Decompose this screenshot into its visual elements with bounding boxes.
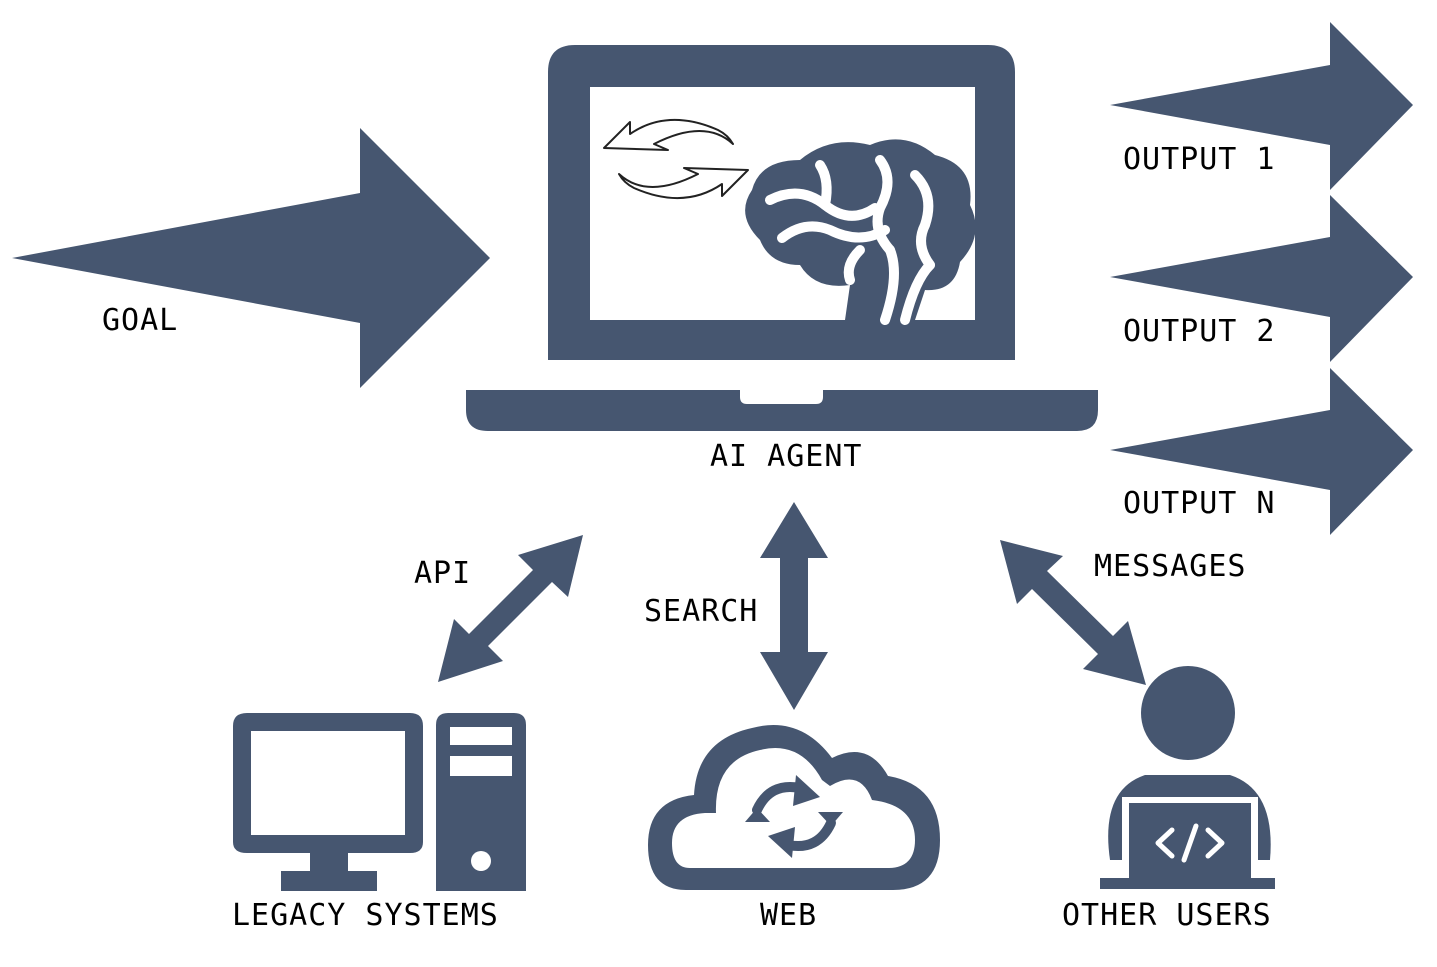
api-double-arrow [438, 535, 583, 682]
messages-label: MESSAGES [1094, 549, 1247, 584]
legacy-systems-label: LEGACY SYSTEMS [232, 898, 499, 933]
brain-icon [745, 139, 976, 325]
output-n-label: OUTPUT N [1123, 486, 1276, 521]
goal-label: GOAL [102, 303, 179, 338]
output-1-arrow [1110, 22, 1413, 190]
ai-agent-label: AI AGENT [710, 439, 863, 474]
web-label: WEB [760, 898, 818, 933]
goal-arrow [12, 128, 490, 388]
search-label: SEARCH [644, 594, 759, 629]
developer-user-icon [1100, 666, 1275, 889]
output-n-arrow [1110, 368, 1413, 535]
output-2-label: OUTPUT 2 [1123, 314, 1276, 349]
desktop-computer-icon [233, 713, 526, 891]
messages-double-arrow [1000, 540, 1146, 685]
search-double-arrow [760, 502, 828, 710]
output-1-label: OUTPUT 1 [1123, 142, 1276, 177]
output-2-arrow [1110, 195, 1413, 362]
api-label: API [414, 556, 472, 591]
refresh-icon [603, 119, 749, 199]
laptop-icon [466, 45, 1098, 431]
other-users-label: OTHER USERS [1062, 898, 1272, 933]
cloud-sync-icon [648, 724, 940, 890]
